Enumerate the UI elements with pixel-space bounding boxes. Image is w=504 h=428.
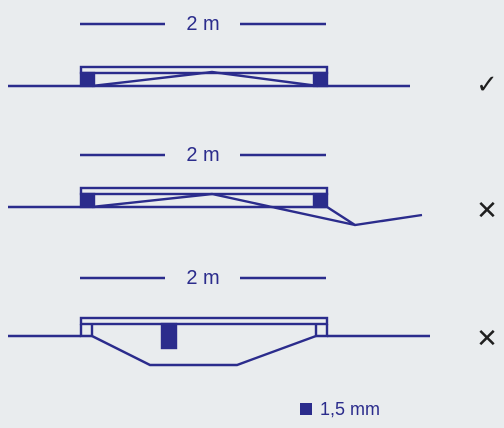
scenario-1-deflection [91, 70, 319, 88]
scenario-2-slab [79, 186, 329, 196]
scenario-3-frame-right [314, 324, 329, 338]
scenario-3-pad-center [160, 322, 178, 350]
scenario-3-cross-icon: ✕ [476, 323, 498, 353]
scenario-3-drawing [8, 276, 430, 367]
scenario-3-slab [79, 316, 329, 326]
scenario-1-check-icon: ✓ [476, 69, 498, 99]
scenario-2-drawing [8, 153, 423, 227]
scenario-2-pad-left [79, 192, 96, 209]
legend: 1,5 mm [300, 398, 380, 420]
scenario-1-drawing [8, 22, 410, 88]
scenario-1-pad-left [79, 71, 96, 88]
scenario-1-pad-right [312, 71, 329, 88]
scenario-2-pad-right [312, 192, 329, 209]
scenario-1-dimension-label: 2 m [186, 13, 220, 35]
scenario-2-deflection [91, 192, 356, 227]
scenario-2-ground [8, 205, 423, 227]
scenario-2-dimension-label: 2 m [186, 144, 220, 166]
scenario-3-dimension-label: 2 m [186, 267, 220, 289]
scenario-3-frame-left [79, 324, 94, 338]
legend-label: 1,5 mm [320, 398, 381, 419]
scenario-2-cross-icon: ✕ [476, 195, 498, 225]
scenario-3-hollow [91, 334, 317, 367]
legend-swatch [300, 403, 312, 415]
